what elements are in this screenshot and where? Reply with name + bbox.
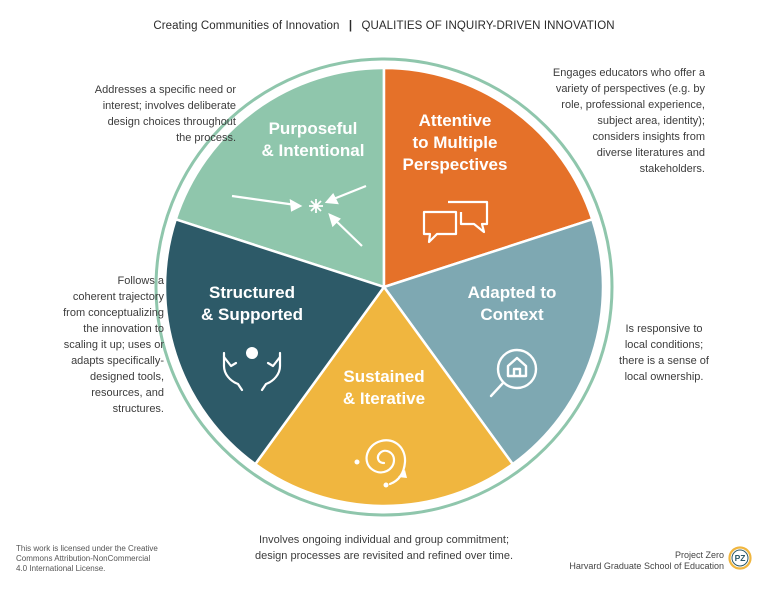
segment-purposeful <box>174 66 386 289</box>
license-note: This work is licensed under the Creative… <box>16 544 196 574</box>
description-line: the innovation to <box>83 323 164 335</box>
description-line: design processes are revisited and refin… <box>254 550 514 562</box>
description-line: variety of perspectives (e.g. by <box>555 83 705 95</box>
segment-label-purposeful: Purposeful & Intentional <box>262 119 365 160</box>
description-line: considers insights from <box>592 131 706 143</box>
description-line: adapts specifically- <box>71 355 164 367</box>
speech-bubbles-icon <box>422 200 489 244</box>
structured-description: Follows a coherent trajectory from concept… <box>18 273 164 417</box>
description-line: local ownership. <box>624 371 704 383</box>
wheel-labels: Purposeful & Intentional Attentive to Multi… <box>201 111 556 408</box>
title-left: Creating Communities of Innovation <box>153 20 340 32</box>
segment-adapted <box>381 217 605 466</box>
org-line: Harvard Graduate School of Education <box>569 561 724 571</box>
attentive-description: Engages educators who offer a variety of … <box>500 65 705 177</box>
description-line: diverse literatures and <box>596 147 705 159</box>
project-zero-logo: PZ <box>728 546 752 570</box>
description-line: there is a sense of <box>619 355 709 367</box>
license-line: This work is licensed under the Creative <box>16 544 158 553</box>
description-line: structures. <box>112 403 164 415</box>
segment-label-line: & Intentional <box>262 141 365 160</box>
description-line: Is responsive to <box>625 323 703 335</box>
converging-arrows-icon <box>231 184 367 247</box>
segment-label-line: Context <box>480 305 544 324</box>
purposeful-description: Addresses a specific need or interest; in… <box>54 82 236 146</box>
description-line: designed tools, <box>90 371 164 383</box>
page-title: Creating Communities of Innovation | QUA… <box>0 20 768 32</box>
segment-structured <box>163 217 387 466</box>
supporting-hands-icon <box>222 347 282 392</box>
description-line: subject area, identity); <box>597 115 705 127</box>
description-line: from conceptualizing <box>63 307 164 319</box>
description-line: role, professional experience, <box>561 99 705 111</box>
outer-ring <box>154 57 614 517</box>
title-separator: | <box>348 20 353 32</box>
segment-label-adapted: Adapted to Context <box>468 283 557 324</box>
description-line: design choices throughout <box>107 116 236 128</box>
adapted-description: Is responsive to local conditions; there i… <box>600 321 728 385</box>
logo-text: PZ <box>735 553 746 563</box>
segment-label-line: Perspectives <box>403 155 508 174</box>
segment-label-sustained: Sustained & Iterative <box>343 367 425 408</box>
description-line: Involves ongoing individual and group co… <box>258 534 510 546</box>
segment-label-structured: Structured & Supported <box>201 283 303 324</box>
segment-label-line: & Supported <box>201 305 303 324</box>
description-line: Engages educators who offer a <box>552 67 705 79</box>
description-line: resources, and <box>91 387 164 399</box>
wheel-icons <box>222 184 538 488</box>
title-right: QUALITIES OF INQUIRY-DRIVEN INNOVATION <box>361 20 615 32</box>
license-line: Commons Attribution-NonCommercial <box>16 554 151 563</box>
segment-label-line: Attentive <box>419 111 492 130</box>
description-line: stakeholders. <box>639 163 705 175</box>
segment-label-line: Adapted to <box>468 283 557 302</box>
segment-label-line: Structured <box>209 283 295 302</box>
segment-label-line: Sustained <box>343 367 424 386</box>
segment-label-line: Purposeful <box>269 119 358 138</box>
sustained-description: Involves ongoing individual and group co… <box>214 532 554 564</box>
description-line: scaling it up; uses or <box>63 339 164 351</box>
description-line: Addresses a specific need or <box>94 84 236 96</box>
segment-label-line: & Iterative <box>343 389 425 408</box>
license-line: 4.0 International License. <box>16 564 106 573</box>
segment-attentive <box>382 66 594 289</box>
segment-label-line: to Multiple <box>413 133 498 152</box>
description-line: the process. <box>176 132 236 144</box>
spiral-icon <box>354 439 407 488</box>
org-line: Project Zero <box>674 550 724 560</box>
segment-sustained <box>253 284 515 508</box>
wheel-segments <box>163 66 605 508</box>
description-line: Follows a <box>117 275 164 287</box>
description-line: coherent trajectory <box>72 291 164 303</box>
description-line: interest; involves deliberate <box>102 100 236 112</box>
magnifier-house-icon <box>489 348 538 398</box>
description-line: local conditions; <box>624 339 704 351</box>
